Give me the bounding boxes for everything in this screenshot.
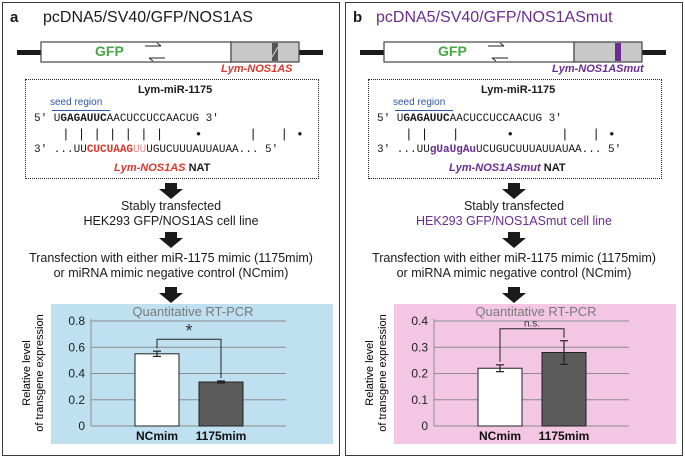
qpcr-chart-b: 0 0.1 0.2 0.3 0.4 Quantitative RT-PCR NCmim 117… bbox=[394, 304, 676, 444]
seed-region-bar bbox=[395, 110, 453, 111]
step-transfection-line2: or miRNA mimic negative control (NCmim) bbox=[53, 266, 289, 280]
qpcr-chart-a: 0 0.2 0.4 0.6 0.8 Quantitative RT-PCR NCmim 117… bbox=[51, 304, 333, 444]
bar-NCmim bbox=[477, 367, 523, 427]
y-label-line1: Relative level bbox=[364, 340, 376, 405]
step-transfection-line2: or miRNA mimic negative control (NCmim) bbox=[396, 266, 632, 280]
panel-b: b pcDNA5/SV40/GFP/NOS1ASmut GFP Lym-NOS1… bbox=[345, 2, 683, 456]
bar-NCmim bbox=[134, 353, 180, 427]
seed-region-bar bbox=[52, 110, 110, 111]
y-tick-label: 0.6 bbox=[68, 340, 85, 354]
chart-title: Quantitative RT-PCR bbox=[132, 304, 253, 319]
y-tick-label: 0 bbox=[78, 419, 85, 433]
down-arrow-icon bbox=[502, 232, 526, 248]
down-arrow-icon bbox=[502, 183, 526, 199]
seed-region-label: seed region bbox=[50, 97, 103, 108]
y-tick-label: 0 bbox=[421, 419, 428, 433]
y-tick-label: 0.2 bbox=[411, 367, 428, 381]
significance-bracket bbox=[156, 338, 222, 378]
y-tick-label: 0.4 bbox=[68, 367, 85, 381]
significance-label: n.s. bbox=[524, 319, 540, 330]
panel-label: a bbox=[10, 9, 19, 26]
x-category-label: 1175mim bbox=[196, 429, 247, 443]
x-category-label: 1175mim bbox=[539, 429, 590, 443]
step-transfection-line1: Transfection with either miR-1175 mimic … bbox=[372, 251, 656, 265]
x-category-label: NCmim bbox=[479, 429, 521, 443]
x-category-label: NCmim bbox=[136, 429, 178, 443]
gfp-label: GFP bbox=[438, 43, 467, 59]
panel-title: pcDNA5/SV40/GFP/NOS1ASmut bbox=[376, 9, 613, 26]
gene-label: Lym-NOS1AS bbox=[221, 63, 293, 75]
seed-region-label: seed region bbox=[393, 97, 446, 108]
down-arrow-icon bbox=[502, 287, 526, 303]
y-tick-label: 0.4 bbox=[411, 314, 428, 328]
down-arrow-icon bbox=[159, 232, 183, 248]
forward-primer-icon bbox=[488, 42, 505, 47]
mirna-sequence: 5' UGAGAUUCAACUCCUCCAACUG 3' bbox=[377, 113, 562, 125]
reverse-primer-icon bbox=[148, 57, 165, 62]
mutant-site-mark bbox=[615, 43, 621, 61]
y-tick-label: 0.3 bbox=[411, 340, 428, 354]
step-stable-line2: HEK293 GFP/NOS1AS cell line bbox=[83, 214, 259, 228]
step-stable-line2: HEK293 GFP/NOS1ASmut cell line bbox=[416, 214, 612, 228]
chart-svg: 0 0.2 0.4 0.6 0.8 Quantitative RT-PCR NCmim 117… bbox=[51, 304, 333, 444]
step-stable-line1: Stably transfected bbox=[463, 199, 565, 213]
panel-title: pcDNA5/SV40/GFP/NOS1AS bbox=[43, 9, 253, 26]
base-pairing: | | | | | | | • | | • bbox=[62, 127, 304, 142]
chart-y-label: Relative level of transgene expression bbox=[19, 305, 49, 440]
chart-title: Quantitative RT-PCR bbox=[475, 304, 596, 319]
forward-primer-icon bbox=[145, 42, 162, 47]
base-pairing: | | | • | | • bbox=[405, 127, 616, 142]
y-tick-label: 0.1 bbox=[411, 393, 428, 407]
gene-label: Lym-NOS1ASmut bbox=[552, 63, 644, 75]
bar-1175mim bbox=[198, 381, 244, 427]
chart-y-label: Relative level of transgene expression bbox=[362, 305, 392, 440]
step-stable-line1: Stably transfected bbox=[120, 199, 222, 213]
y-label-line2: of transgene expression bbox=[34, 314, 46, 431]
chart-svg: 0 0.1 0.2 0.3 0.4 Quantitative RT-PCR NCmim 117… bbox=[394, 304, 676, 444]
mirna-sequence: 5' UGAGAUUCAACUCCUCCAACUG 3' bbox=[34, 113, 219, 125]
gfp-label: GFP bbox=[95, 43, 124, 59]
y-tick-label: 0.2 bbox=[68, 393, 85, 407]
mirna-binding-box: Lym-miR-1175 seed region 5' UGAGAUUCAACU… bbox=[25, 79, 319, 179]
target-sequence: 3' ...UUgUaUgAuUCUGUCUUUAUUAUAA... 5' bbox=[377, 144, 622, 156]
target-sequence: 3' ...UUCUCUAAGUUUGUCUUUAUUAUAA... 5' bbox=[34, 144, 279, 156]
construct-diagram bbox=[17, 41, 323, 63]
y-label-line2: of transgene expression bbox=[377, 314, 389, 431]
down-arrow-icon bbox=[159, 287, 183, 303]
reverse-primer-icon bbox=[491, 57, 508, 62]
nat-label: Lym-NOS1ASmut NAT bbox=[449, 162, 566, 174]
nat-label: Lym-NOS1AS NAT bbox=[114, 162, 211, 174]
significance-label: * bbox=[185, 321, 192, 341]
construct-diagram bbox=[360, 41, 666, 63]
mirna-name: Lym-miR-1175 bbox=[481, 84, 556, 96]
panel-a: a pcDNA5/SV40/GFP/NOS1AS GFP Lym-NOS1AS … bbox=[2, 2, 340, 456]
mirna-binding-box: Lym-miR-1175 seed region 5' UGAGAUUCAACU… bbox=[368, 79, 662, 179]
down-arrow-icon bbox=[159, 183, 183, 199]
y-label-line1: Relative level bbox=[21, 340, 33, 405]
panel-label: b bbox=[353, 9, 363, 26]
significance-bracket bbox=[499, 328, 565, 362]
mirna-name: Lym-miR-1175 bbox=[138, 84, 213, 96]
y-tick-label: 0.8 bbox=[68, 314, 85, 328]
step-transfection-line1: Transfection with either miR-1175 mimic … bbox=[29, 251, 313, 265]
